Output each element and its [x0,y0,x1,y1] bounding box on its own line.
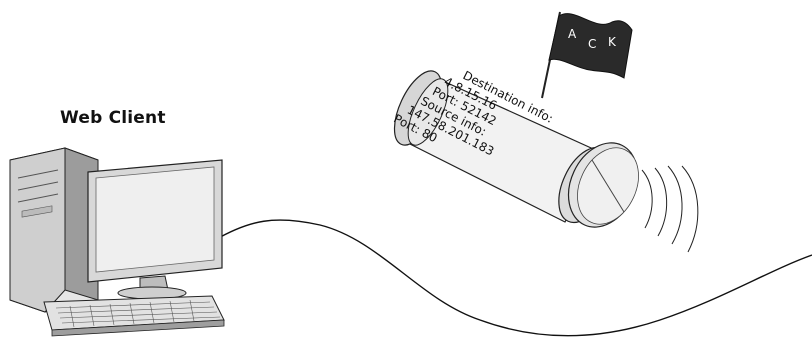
motion-lines [642,166,698,252]
monitor-icon [88,160,222,299]
keyboard-icon [44,296,224,336]
flag-letter: K [608,35,617,49]
computer-tower-icon [10,148,98,312]
flag-letter: A [568,27,577,41]
flag-letter: C [588,37,596,51]
network-cable [215,220,812,336]
